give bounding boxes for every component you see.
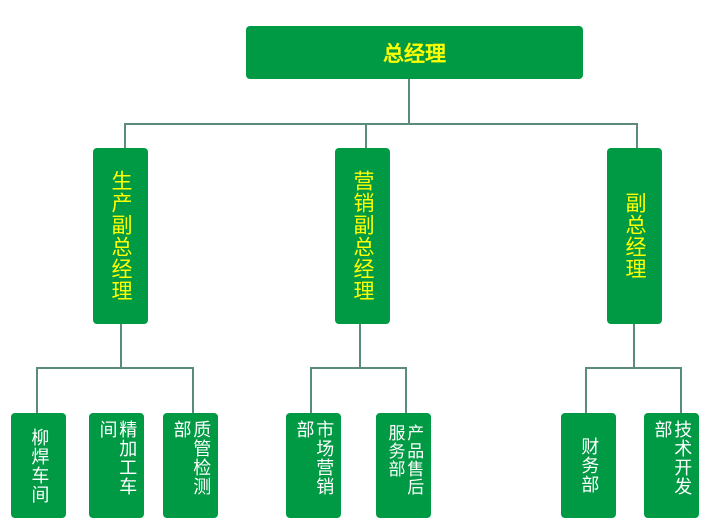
connector-line <box>633 324 635 368</box>
node-general-manager: 总经理 <box>246 26 583 79</box>
connector-line <box>680 367 682 413</box>
connector-line <box>585 367 587 413</box>
node-label: 营销副总经理 <box>351 170 376 302</box>
connector-line <box>365 123 367 148</box>
node-welding-workshop: 柳焊车间 <box>11 413 66 518</box>
connector-line <box>408 79 410 124</box>
connector-line <box>636 123 638 148</box>
node-finishing-workshop: 精加工车间 <box>89 413 144 518</box>
node-marketing-vp: 营销副总经理 <box>335 148 390 324</box>
connector-line <box>192 367 194 413</box>
node-after-sales-dept: 产品售后服务部 <box>376 413 431 518</box>
connector-line <box>310 367 407 369</box>
node-label: 市场营销部 <box>293 419 335 496</box>
node-label: 总经理 <box>383 41 446 66</box>
connector-line <box>120 324 122 368</box>
node-marketing-dept: 市场营销部 <box>286 413 341 518</box>
node-quality-dept: 质管检测部 <box>163 413 218 518</box>
connector-line <box>585 367 682 369</box>
connector-line <box>359 324 361 368</box>
connector-line <box>124 123 638 125</box>
connector-line <box>405 367 407 413</box>
node-label: 财务部 <box>578 437 600 494</box>
node-label: 质管检测部 <box>170 419 212 496</box>
node-vp: 副总经理 <box>607 148 662 324</box>
node-rnd-dept: 技术开发部 <box>644 413 699 518</box>
node-finance-dept: 财务部 <box>561 413 616 518</box>
connector-line <box>36 367 38 413</box>
node-label: 产品售后服务部 <box>384 423 424 496</box>
node-label: 生产副总经理 <box>109 170 134 302</box>
node-label: 柳焊车间 <box>28 427 50 504</box>
connector-line <box>310 367 312 413</box>
connector-line <box>124 123 126 148</box>
node-label: 精加工车间 <box>96 419 138 496</box>
node-production-vp: 生产副总经理 <box>93 148 148 324</box>
node-label: 技术开发部 <box>651 419 693 496</box>
connector-line <box>36 367 194 369</box>
node-label: 副总经理 <box>623 192 648 280</box>
